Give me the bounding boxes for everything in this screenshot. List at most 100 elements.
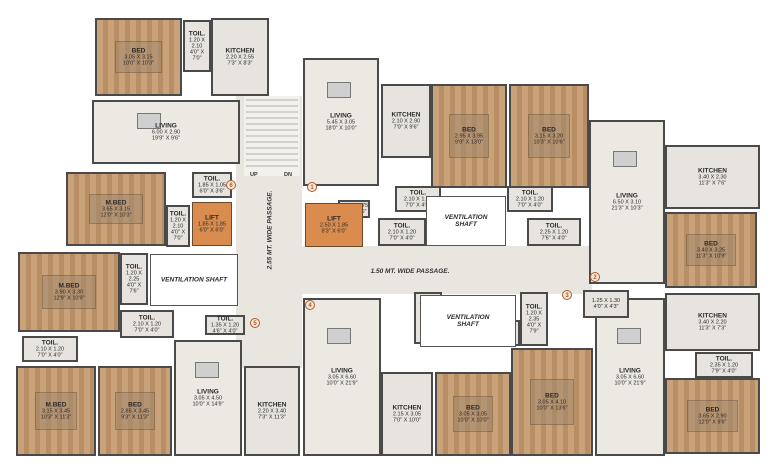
flat-number-marker: 1 bbox=[307, 182, 317, 192]
lift-name: LIFT bbox=[205, 214, 219, 222]
room-dimension: 1.25 X 1.30 bbox=[591, 297, 621, 304]
room-name: TOIL. bbox=[409, 189, 427, 197]
room-dimension: 7'0" X 9'6" bbox=[393, 124, 419, 131]
room-dimension: 3.15 X 3.45 bbox=[41, 408, 71, 415]
room-dimension: 7'6" X 4'0" bbox=[541, 235, 567, 242]
room-dimension: 4'0" X bbox=[189, 49, 205, 56]
bed-furniture bbox=[115, 40, 162, 74]
room-name: TOIL. bbox=[393, 222, 411, 230]
room-dimension: 7'9" X 4'0" bbox=[711, 368, 737, 375]
room-dimension: 2.35 X 1.20 bbox=[709, 362, 739, 369]
room-dimension: 2.25 X 1.20 bbox=[539, 229, 569, 236]
room-dimension: 11'3" X 7'3" bbox=[698, 325, 727, 332]
room-dimension: 10'3" X 11'3" bbox=[40, 414, 72, 421]
room-name: LIVING bbox=[330, 112, 352, 120]
room-dimension: 2.10 bbox=[172, 223, 184, 230]
room-dimension: 5.45 X 3.05 bbox=[326, 119, 356, 126]
room-dimension: 1.20 X bbox=[526, 310, 542, 317]
room-dimension: 4'0" X bbox=[126, 282, 142, 289]
lift-dimension: 6'0" X 6'0" bbox=[199, 227, 225, 234]
bed-furniture bbox=[687, 400, 738, 432]
flat-number-marker: 4 bbox=[305, 300, 315, 310]
room-dimension: 4'6" X 4'0" bbox=[212, 328, 238, 335]
bed-furniture bbox=[448, 114, 490, 158]
room-dimension: 3.05 X 3.05 bbox=[458, 411, 488, 418]
room-dimension: 1.35 X 1.20 bbox=[210, 322, 240, 329]
room-name: TOIL. bbox=[138, 314, 156, 322]
room-dimension: 2.35 bbox=[528, 316, 540, 323]
room-name: KITCHEN bbox=[225, 47, 255, 55]
room-name: M.BED bbox=[45, 401, 67, 409]
bed-furniture bbox=[41, 275, 97, 309]
room-name: TOIL. bbox=[521, 189, 539, 197]
room-dimension: 12'0" X 9'6" bbox=[698, 419, 727, 426]
lift-dimension: 1.85 X 1.85 bbox=[197, 221, 227, 228]
room-dimension: 2.10 X 1.20 bbox=[515, 196, 545, 203]
stair-up-label: UP bbox=[250, 172, 258, 178]
room-name: LIVING bbox=[616, 192, 638, 200]
room-name: BED bbox=[542, 126, 556, 134]
room-dimension: 3.90 X 3.30 bbox=[54, 289, 84, 296]
room-name: TOIL. bbox=[545, 222, 563, 230]
room-name: LIVING bbox=[155, 122, 177, 130]
room-name: BED bbox=[545, 392, 559, 400]
room-dimension: 4'0" X bbox=[526, 322, 542, 329]
room-dimension: 1.20 X bbox=[170, 217, 186, 224]
room-name: TOIL. bbox=[169, 210, 187, 218]
lift-dimension: 8'3" X 6'0" bbox=[321, 228, 347, 235]
room-name: KITCHEN bbox=[257, 401, 287, 409]
room-name: BED bbox=[466, 404, 480, 412]
room-dimension: 3.65 X 3.15 bbox=[101, 206, 131, 213]
room-dimension: 3.05 X 3.15 bbox=[124, 54, 153, 61]
room-dimension: 7'3" X 11'3" bbox=[258, 414, 286, 421]
room-dimension: 4'0" X bbox=[170, 229, 186, 236]
room-dimension: 2.10 X 1.20 bbox=[387, 229, 417, 236]
room-name: LIVING bbox=[197, 388, 219, 396]
dining-table bbox=[616, 327, 641, 344]
room-dimension: 10'0" X 13'6" bbox=[536, 405, 568, 412]
room-dimension: 12'0" X 10'3" bbox=[100, 212, 132, 219]
room-name: TOIL. bbox=[41, 339, 59, 347]
